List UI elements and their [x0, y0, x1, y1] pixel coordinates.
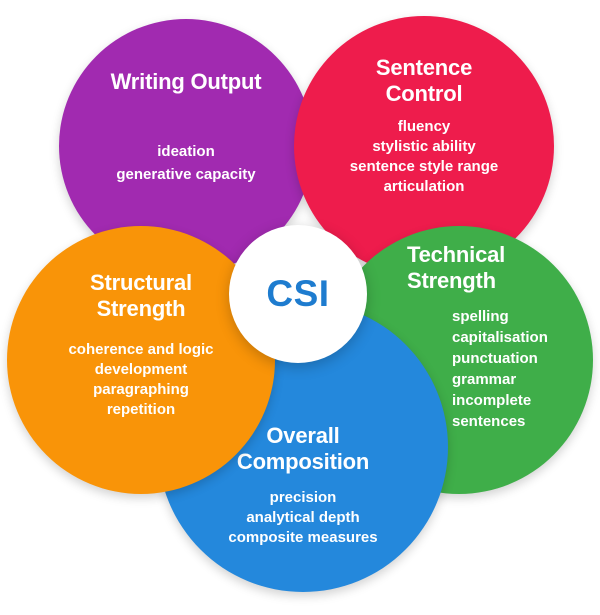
circle-title-structural-strength: Structural Strength	[90, 270, 192, 321]
circle-items-overall-composition: precision analytical depth composite mea…	[158, 488, 448, 548]
list-item: sentence style range	[349, 158, 499, 175]
circle-title-sentence-control: Sentence Control	[375, 55, 473, 106]
circle-title-technical-strength: Technical Strength	[407, 242, 506, 293]
list-item: articulation	[383, 178, 465, 195]
list-item: development	[94, 361, 188, 378]
list-item: grammar	[452, 371, 517, 388]
circle-writing-output: Writing Output ideation generative capac…	[59, 19, 313, 273]
list-item: paragraphing	[93, 381, 189, 398]
list-item: analytical depth	[246, 509, 360, 526]
circle-structural-strength: Structural Strength coherence and logic …	[7, 226, 275, 494]
list-item: spelling	[452, 308, 509, 325]
list-item: precision	[269, 489, 337, 506]
circle-items-structural-strength: coherence and logic development paragrap…	[7, 340, 275, 420]
list-item: repetition	[106, 401, 176, 418]
circle-items-technical-strength: spelling capitalisation punctuation gram…	[452, 306, 572, 432]
list-item: incomplete sentences	[452, 392, 532, 430]
list-item: ideation	[157, 143, 215, 160]
list-item: composite measures	[228, 529, 378, 546]
circle-csi-center: CSI	[229, 225, 367, 363]
list-item: generative capacity	[116, 166, 256, 183]
list-item: punctuation	[452, 350, 538, 367]
circle-items-sentence-control: fluency stylistic ability sentence style…	[294, 117, 554, 197]
list-item: stylistic ability	[372, 138, 476, 155]
list-item: coherence and logic	[68, 341, 214, 358]
list-item: capitalisation	[452, 329, 548, 346]
csi-label: CSI	[266, 273, 330, 314]
circle-items-writing-output: ideation generative capacity	[59, 140, 313, 186]
circle-title-writing-output: Writing Output	[110, 69, 262, 94]
circle-title-overall-composition: Overall Composition	[236, 423, 370, 474]
list-item: fluency	[397, 118, 451, 135]
